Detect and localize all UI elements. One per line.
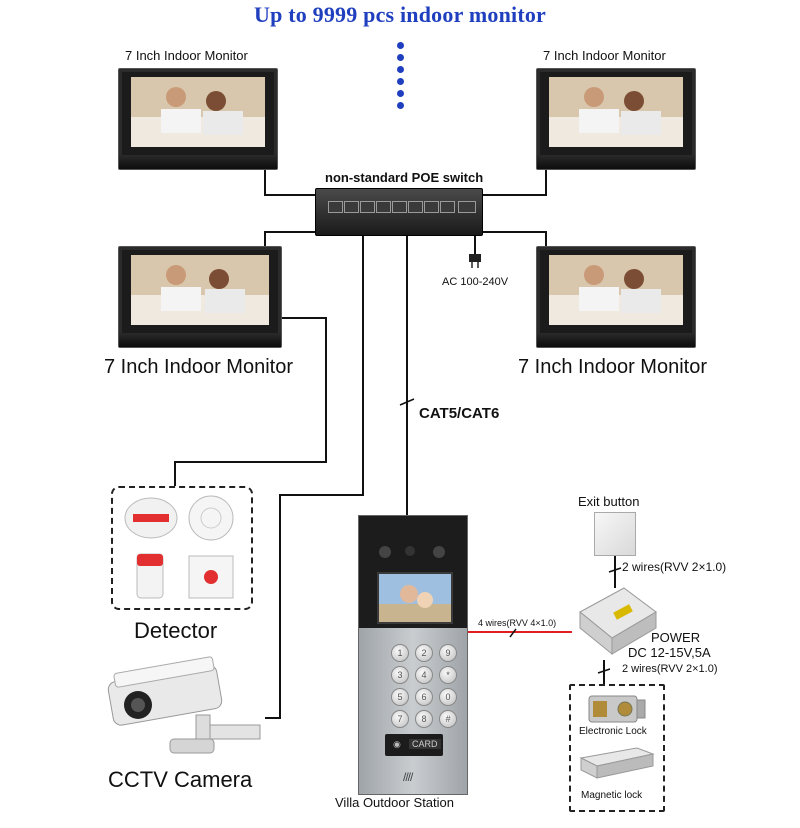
monitor-top-left-label: 7 Inch Indoor Monitor — [125, 48, 248, 63]
monitor-mid-left-label: 7 Inch Indoor Monitor — [104, 356, 293, 378]
gas-detector-icon — [133, 514, 169, 522]
keypad-key[interactable]: 4 — [415, 666, 433, 684]
detector-label: Detector — [134, 618, 218, 643]
monitor-mid-right — [536, 246, 696, 348]
poe-switch — [315, 188, 483, 236]
power-label: POWER — [651, 630, 701, 645]
monitor-top-left — [118, 68, 278, 170]
keypad-key[interactable]: # — [439, 710, 457, 728]
monitor-top-right-label: 7 Inch Indoor Monitor — [543, 48, 666, 63]
keypad-key[interactable]: * — [439, 666, 457, 684]
keypad-key[interactable]: 1 — [391, 644, 409, 662]
keypad-key[interactable]: 7 — [391, 710, 409, 728]
more-monitors-dots — [397, 42, 405, 114]
keypad-key[interactable]: 2 — [415, 644, 433, 662]
magnetic-lock-label: Magnetic lock — [581, 790, 643, 801]
switch-label: non-standard POE switch — [325, 170, 484, 185]
monitor-screen-image — [549, 255, 683, 325]
wire-mid-left-monitor — [264, 231, 330, 246]
magnetic-lock-icon — [579, 747, 655, 779]
monitor-screen-image — [549, 77, 683, 147]
keypad-key[interactable]: 3 — [391, 666, 409, 684]
card-reader[interactable]: ◉ CARD — [385, 734, 443, 756]
villa-outdoor-station: 1 2 3 4 5 6 7 8 9 * 0 # ◉ CARD //// — [358, 515, 468, 795]
detector-devices — [124, 495, 234, 599]
electronic-lock-label: Electronic Lock — [579, 726, 647, 737]
speaker-grille-icon: //// — [403, 770, 413, 784]
cctv-label: CCTV Camera — [108, 767, 253, 792]
keypad-key[interactable]: 6 — [415, 688, 433, 706]
keypad-key[interactable]: 5 — [391, 688, 409, 706]
switch-power-label: AC 100-240V — [442, 276, 509, 288]
locks-group: Electronic Lock Magnetic lock — [569, 684, 665, 812]
exit-button-label: Exit button — [578, 494, 640, 509]
smoke-detector-icon — [188, 495, 234, 541]
wire-top-left-monitor — [264, 168, 318, 196]
monitor-top-right — [536, 68, 696, 170]
power-supply-icon — [579, 587, 657, 656]
wire-mid-right-monitor — [478, 231, 547, 246]
outdoor-station-label: Villa Outdoor Station — [335, 795, 454, 810]
monitor-screen-image — [131, 77, 265, 147]
monitor-mid-left — [118, 246, 282, 348]
keypad-key[interactable]: 8 — [415, 710, 433, 728]
wire-cctv — [265, 236, 364, 719]
cctv-camera-icon — [107, 656, 261, 754]
cable-label: CAT5/CAT6 — [419, 405, 500, 422]
monitor-screen-image — [131, 255, 269, 325]
keypad-key[interactable]: 9 — [439, 644, 457, 662]
station-display — [377, 572, 453, 624]
station-wires-label: 4 wires(RVV 4×1.0) — [478, 618, 557, 628]
wire-top-right-monitor — [478, 168, 547, 196]
card-text: CARD — [409, 739, 441, 749]
exit-wires-label: 2 wires(RVV 2×1.0) — [622, 560, 727, 574]
detector-group — [111, 486, 253, 610]
diagram-title: Up to 9999 pcs indoor monitor — [253, 2, 547, 27]
power-plug-icon — [469, 254, 481, 262]
power-spec: DC 12-15V,5A — [628, 645, 711, 660]
keypad-key[interactable]: 0 — [439, 688, 457, 706]
electronic-lock-icon — [588, 695, 646, 723]
power-wires-label: 2 wires(RVV 2×1.0) — [622, 663, 718, 675]
camera-lens-icon — [379, 546, 391, 558]
wire-detector — [174, 317, 327, 486]
monitor-mid-right-label: 7 Inch Indoor Monitor — [518, 356, 707, 378]
emergency-button-icon — [188, 555, 234, 599]
exit-button-icon — [594, 512, 636, 556]
